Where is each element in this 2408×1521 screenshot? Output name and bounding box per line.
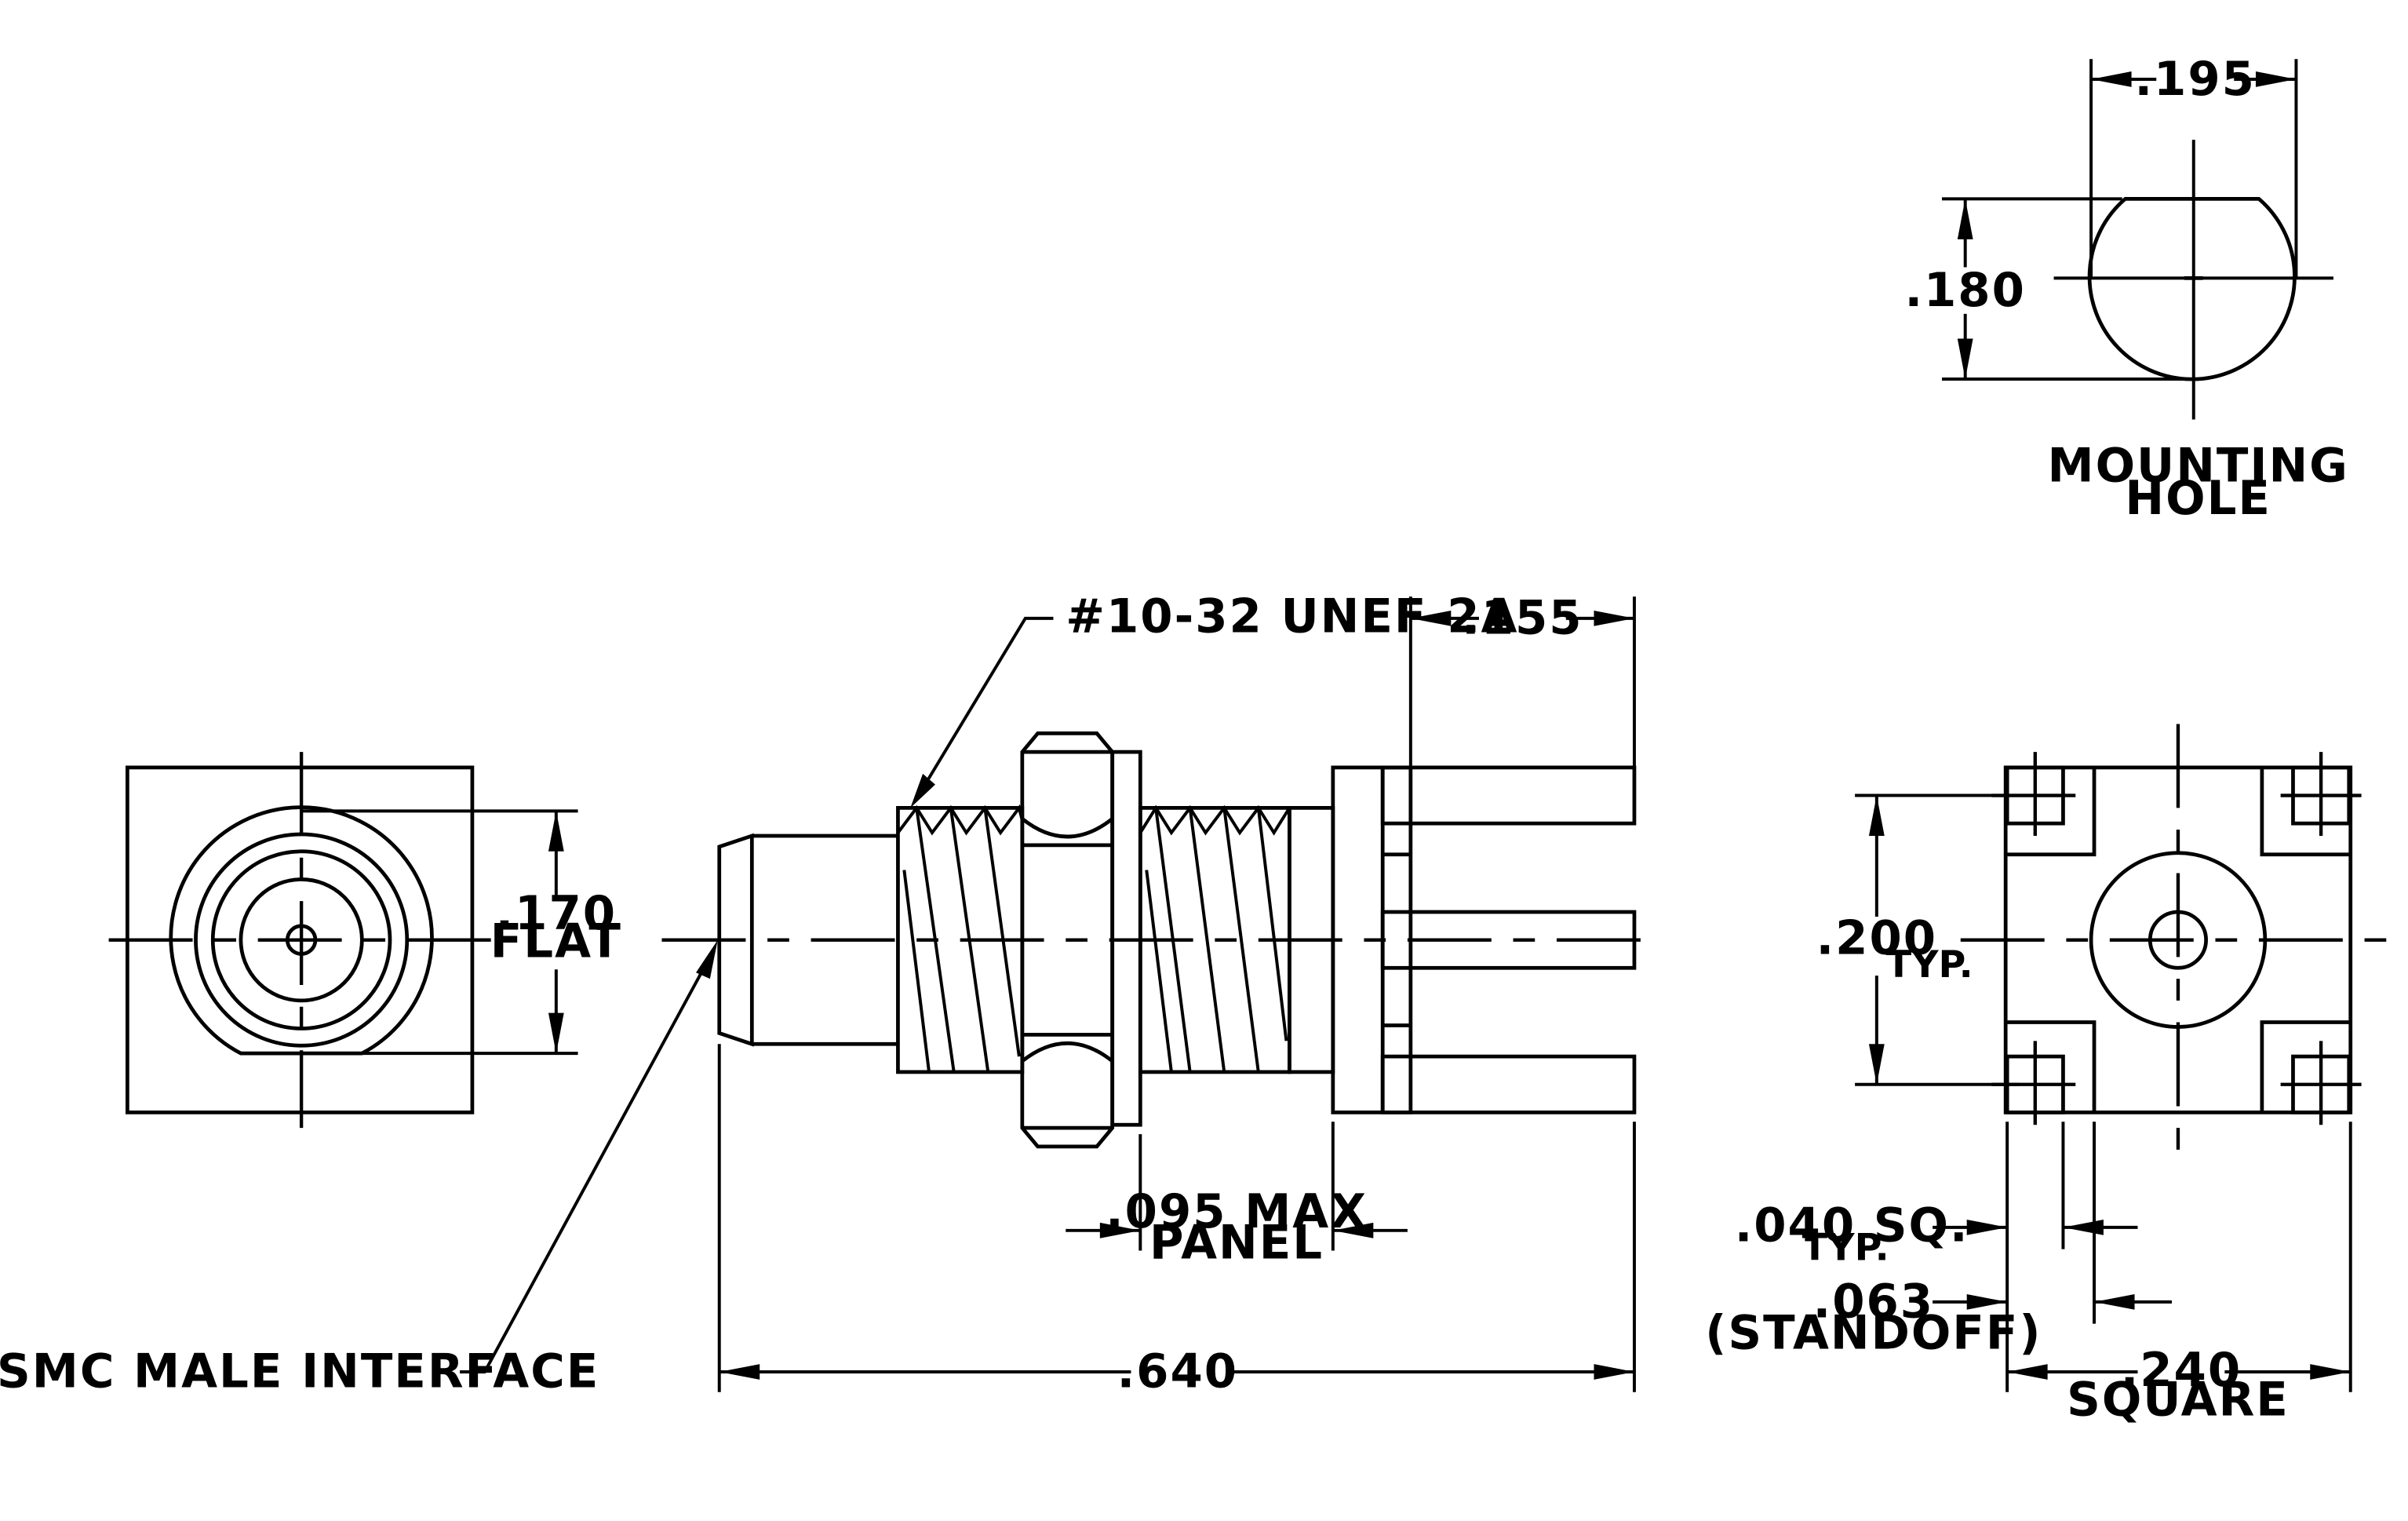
body-size-label: SQUARE (2067, 1373, 2290, 1427)
pin-bottom (1380, 1054, 1637, 1114)
front-interface-flat-circle (169, 805, 434, 1056)
pin-top (1380, 765, 1637, 826)
flat-dim: .170 (496, 887, 617, 941)
pin-length-dim: .155 (1462, 592, 1583, 646)
pin-spacing-note: TYP. (1886, 943, 1973, 987)
flange (1331, 765, 1413, 1114)
interface-callout: SMC MALE INTERFACE (0, 1345, 599, 1399)
front-view: .170 FLAT (108, 752, 622, 1129)
interface-nose (717, 833, 898, 1047)
standoff-dim: .063 (1813, 1275, 1934, 1330)
overall-length-dim: .640 (1117, 1345, 1238, 1399)
mounting-hole-caption-1: MOUNTING (2048, 440, 2349, 494)
hex-nut (1020, 731, 1115, 1149)
pin-spacing-dim: .200 (1816, 911, 1937, 965)
body-size-dim: .240 (2121, 1344, 2242, 1398)
standoff-label: (STANDOFF) (1705, 1306, 2042, 1360)
pin-size-note: TYP. (1802, 1226, 1889, 1269)
mounting-hole-caption-2: HOLE (2125, 472, 2271, 526)
hole-width-dim: .195 (2135, 53, 2256, 107)
panel-label: PANEL (1149, 1216, 1324, 1270)
bottom-view: .200 TYP. .040 SQ. TYP. .063 (STANDOFF) … (1705, 724, 2399, 1427)
side-view: .155 #10-32 UNEF-2A .095 MAX PANEL .640 … (0, 590, 1644, 1399)
flat-label: FLAT (490, 914, 622, 968)
hole-height-dim: .180 (1904, 264, 2025, 318)
pin-size-dim: .040 SQ. (1735, 1199, 1969, 1253)
pin-center (1380, 910, 1637, 970)
thread-callout: #10-32 UNEF-2A (1066, 590, 1518, 644)
mounting-hole-view: .195 .180 MOUNTING HOLE (1904, 53, 2349, 526)
panel-dim: .095 MAX (1106, 1185, 1368, 1239)
